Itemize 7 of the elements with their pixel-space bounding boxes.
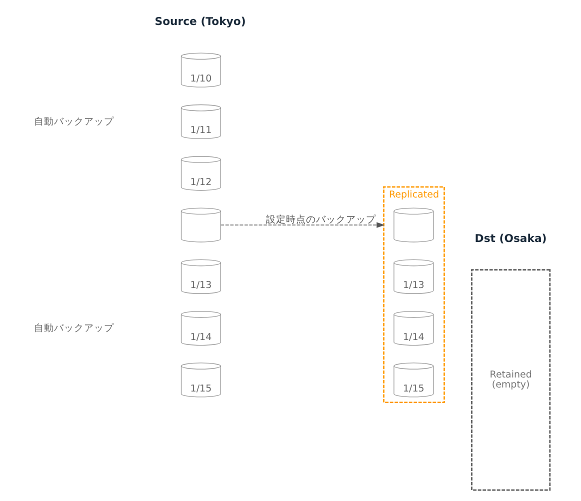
label: Source (Tokyo) (154, 15, 246, 28)
edge-label: 設定時点のバックアップ (265, 214, 376, 226)
node-box: Retained (empty) (470, 269, 550, 491)
arrow (220, 222, 384, 228)
label: 自動バックアップ (34, 116, 114, 128)
label: Dst (Osaka) (474, 232, 546, 245)
label: 自動バックアップ (34, 322, 114, 334)
